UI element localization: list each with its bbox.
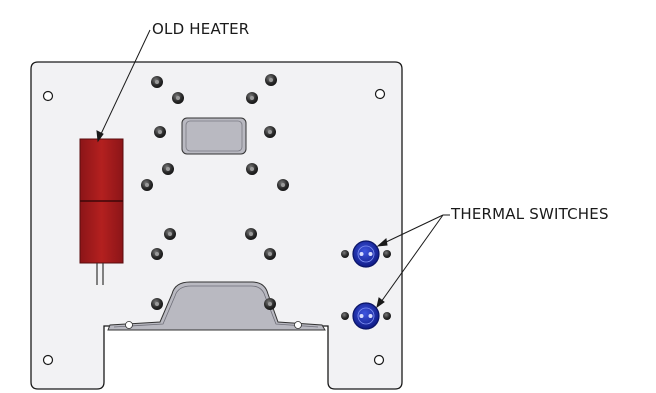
screw-head-icon [264,298,276,310]
thermal-switch-icon [352,240,380,268]
leader-thermal-switches [376,214,450,309]
recess-hole-right [294,321,302,329]
screw-head-icon [154,126,166,138]
screw-head-icon [164,228,176,240]
screw-head-icon [264,248,276,260]
screw-head-icon [172,92,184,104]
label-old-heater: OLD HEATER [152,20,250,38]
corner-hole-top-left [42,90,54,102]
corner-hole-bottom-right [373,354,385,366]
screw-head-icon [151,298,163,310]
heater-block-icon [79,138,124,285]
screw-head-icon [151,76,163,88]
screw-head-icon [277,179,289,191]
bottom-recess [107,281,326,331]
screw-head-icon [245,228,257,240]
center-recess-inner [185,120,243,152]
corner-holes [42,88,386,366]
screw-head-icon [151,248,163,260]
thermal-switch-icon [352,302,380,330]
screw-head-icon [265,74,277,86]
screw-head-icon [246,163,258,175]
thermal-switch-lower [341,302,391,330]
recess-hole-left [125,321,133,329]
center-recess [181,117,247,155]
leader-old-heater [96,29,151,143]
bottom-recess-inner [113,285,319,328]
corner-hole-top-right [374,88,386,100]
screw-head-icon [246,92,258,104]
screw-heads [141,74,289,310]
label-thermal-switches: THERMAL SWITCHES [451,205,609,223]
thermal-switch-upper [341,240,391,268]
screw-head-icon [264,126,276,138]
screw-head-icon [141,179,153,191]
plate-outline [30,61,403,390]
screw-head-icon [162,163,174,175]
corner-hole-bottom-left [42,354,54,366]
